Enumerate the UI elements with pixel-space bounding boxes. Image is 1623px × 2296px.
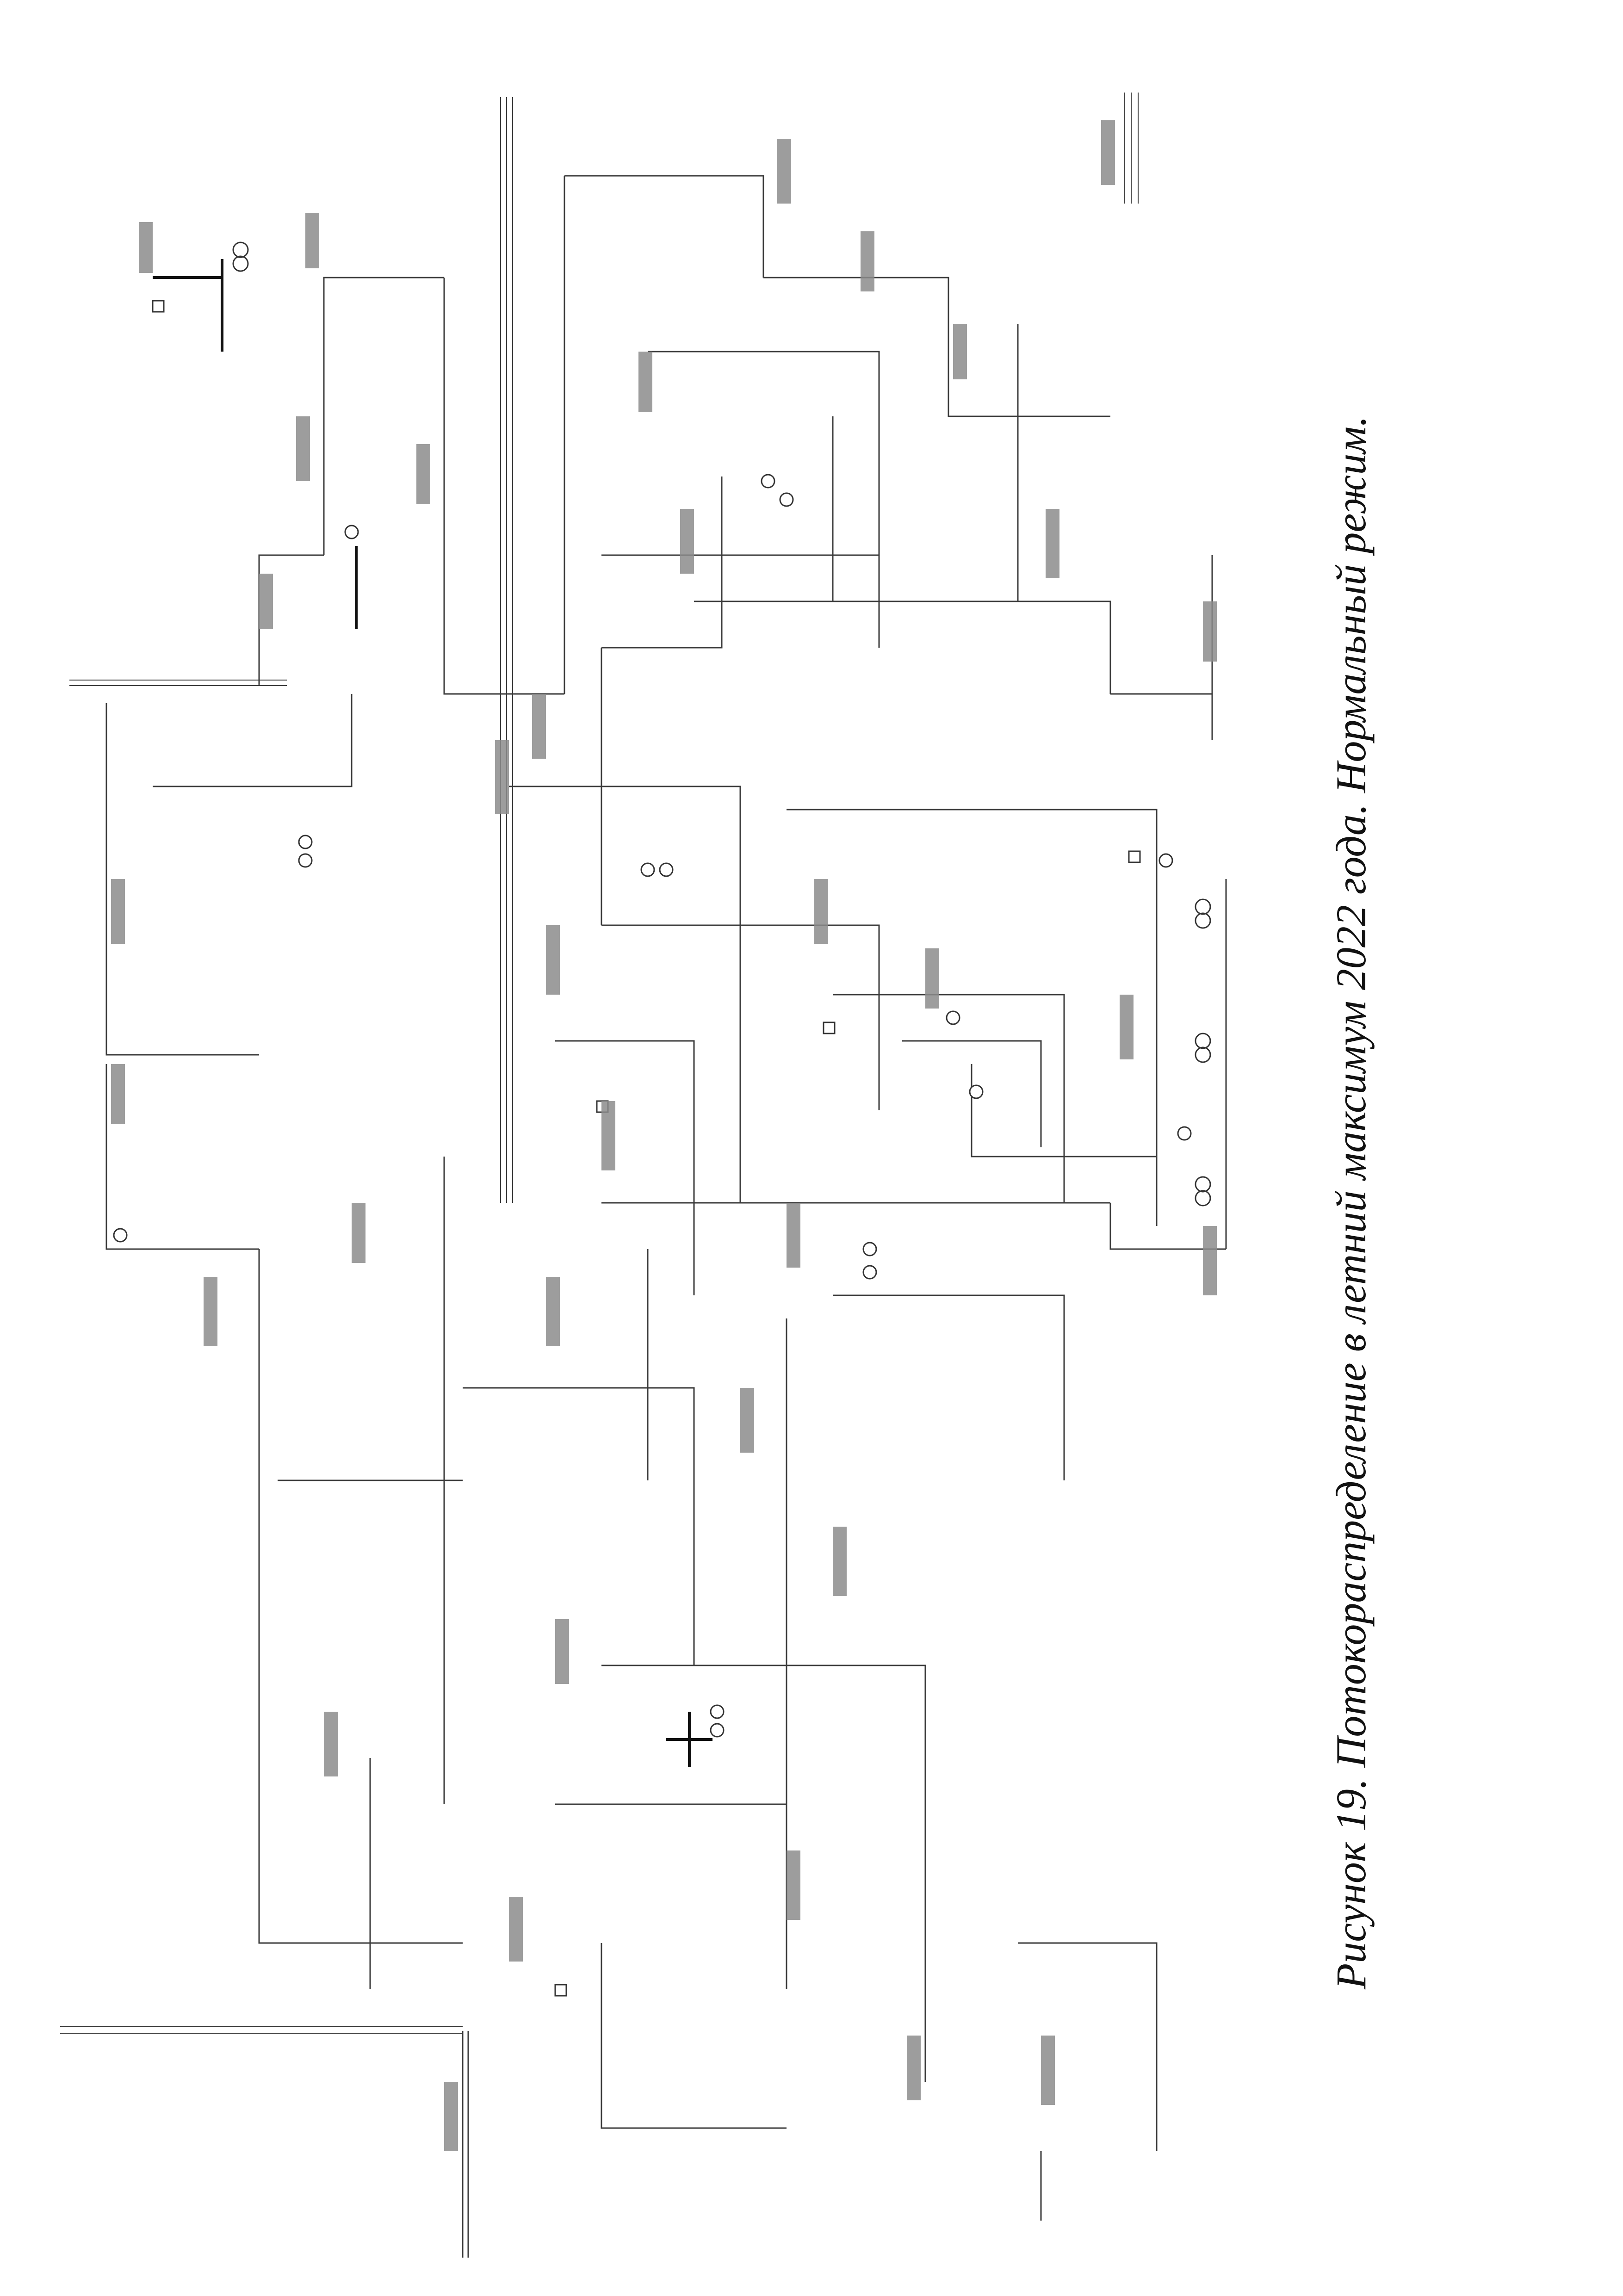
low-c — [258, 1619, 463, 1944]
feeder-d — [323, 277, 444, 555]
feeder-h — [763, 277, 1110, 417]
node-label — [833, 1527, 847, 1596]
node-label — [495, 740, 509, 814]
node-label — [111, 1064, 125, 1124]
node-label — [305, 213, 319, 268]
node-label — [555, 1619, 569, 1684]
mid-a — [509, 786, 741, 1203]
node-circle — [779, 492, 794, 507]
node-label — [925, 948, 939, 1009]
mid-i — [1109, 1203, 1226, 1250]
node-label — [204, 1277, 217, 1346]
low-j — [1018, 1942, 1158, 2151]
feeder-n — [601, 477, 723, 649]
node-square — [823, 1021, 836, 1034]
feeder-b — [153, 694, 353, 787]
node-label — [907, 2036, 921, 2100]
feeder-a — [105, 703, 259, 1056]
node-circle — [710, 1723, 725, 1738]
node-label — [787, 1850, 800, 1920]
mid-c — [787, 809, 1158, 1226]
node-label — [953, 324, 967, 379]
feeder-k — [694, 600, 1111, 694]
transformer-symbols — [232, 241, 1211, 1207]
transformer-symbol — [1195, 898, 1211, 915]
node-label — [352, 1203, 365, 1263]
node-label — [861, 231, 874, 291]
vertical-trunk-lines — [500, 93, 1139, 1203]
transformer-symbol — [1195, 912, 1211, 929]
transformer-symbol — [232, 255, 249, 272]
node-circle — [969, 1084, 984, 1099]
node-label — [601, 1101, 615, 1170]
low-e — [463, 1387, 695, 1665]
node-label — [546, 925, 560, 995]
transformer-symbol — [1195, 1046, 1211, 1063]
transformer-symbol — [232, 241, 249, 258]
node-label — [532, 694, 546, 759]
figure-caption: Рисунок 19. Потокораспределение в летний… — [1327, 415, 1375, 1989]
node-label — [416, 444, 430, 504]
feeder-g — [564, 175, 764, 278]
node-label — [259, 574, 273, 629]
feeder-i — [648, 351, 880, 555]
node-circle — [946, 1010, 960, 1025]
node-label — [444, 2082, 458, 2151]
node-label — [139, 222, 153, 273]
node-circle — [862, 1242, 877, 1256]
low-i — [601, 1943, 787, 2129]
transformer-symbol — [1195, 1176, 1211, 1193]
node-circle — [1177, 1126, 1192, 1141]
node-circle — [1158, 853, 1173, 868]
node-circle — [298, 853, 313, 868]
mid-d — [833, 994, 1065, 1203]
feeder-c — [258, 554, 324, 685]
lower-network — [105, 1064, 1158, 2221]
node-label — [1120, 995, 1134, 1059]
node-circle — [659, 862, 674, 877]
middle-network — [509, 786, 1227, 1480]
node-circle — [344, 525, 359, 539]
transformer-symbol — [1195, 1033, 1211, 1049]
node-label — [1203, 601, 1217, 662]
feeder-e — [443, 278, 564, 695]
node-label — [111, 879, 125, 944]
node-label — [509, 1897, 523, 1962]
node-label — [546, 1277, 560, 1346]
node-circle — [862, 1265, 877, 1280]
mid-e — [902, 1040, 1042, 1147]
node-label — [638, 352, 652, 412]
mid-k — [833, 1294, 1065, 1480]
node-circle — [640, 862, 655, 877]
label-blobs — [111, 120, 1217, 2151]
node-label — [1041, 2036, 1055, 2105]
low-g — [601, 1665, 926, 2082]
horizontal-trunk-lines — [60, 680, 469, 2258]
node-label — [1046, 509, 1059, 578]
node-label — [1101, 120, 1115, 185]
node-label — [296, 416, 310, 481]
node-label — [787, 1203, 800, 1268]
upper-network — [105, 175, 1213, 1056]
node-circle — [710, 1704, 725, 1719]
mid-g — [555, 1040, 695, 1295]
node-label — [814, 879, 828, 944]
node-square — [152, 300, 165, 313]
node-square — [1128, 850, 1141, 863]
node-label — [1203, 1226, 1217, 1295]
node-square — [554, 1984, 567, 1997]
transformer-symbol — [1195, 1190, 1211, 1207]
node-circle — [298, 835, 313, 849]
node-label — [777, 139, 791, 204]
node-circle — [113, 1228, 128, 1243]
node-label — [680, 509, 694, 574]
mid-b — [601, 924, 880, 1110]
node-label — [324, 1712, 338, 1776]
low-a — [105, 1064, 259, 1250]
node-circle — [761, 474, 775, 489]
node-label — [740, 1388, 754, 1453]
